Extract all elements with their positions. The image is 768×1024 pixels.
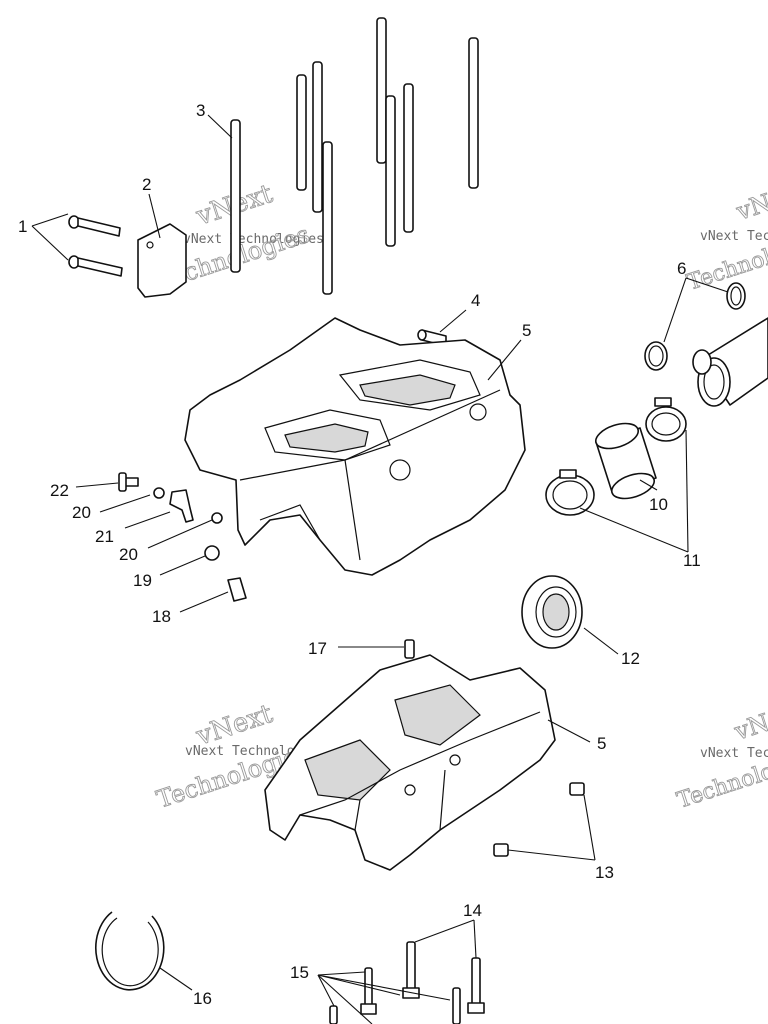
callout-11: 11	[683, 551, 701, 570]
watermark-text: vNext Technologies	[700, 746, 768, 761]
part-13-plugs	[493, 782, 585, 857]
callout-16: 16	[193, 989, 212, 1008]
callout-12: 12	[621, 649, 640, 668]
callout-13: 13	[595, 863, 614, 882]
watermark-brand: vNext	[730, 697, 768, 746]
callout-5-lower: 5	[597, 734, 606, 753]
callout-4: 4	[471, 291, 480, 310]
part-16-snap-ring	[94, 911, 165, 991]
watermark-middle-right: vNext vNext Technologies Technologies	[674, 696, 768, 814]
part-5-upper-crankcase	[184, 317, 526, 576]
callout-19: 19	[133, 571, 152, 590]
watermark-text: vNext Technologies	[700, 229, 768, 244]
callout-20-lower: 20	[119, 545, 138, 564]
callout-22: 22	[50, 481, 69, 500]
part-17-dowel	[404, 639, 415, 659]
callout-10: 10	[649, 495, 668, 514]
callout-labels: 1 2 3 4 5 5 6 10 11 12 13 14 15 16 17 18…	[18, 101, 701, 1008]
callout-20-upper: 20	[72, 503, 91, 522]
watermark-top-right: vNext vNext Technologies Technologies	[684, 176, 768, 296]
part-12-oil-seal	[521, 575, 583, 649]
part-1-bolts	[68, 215, 123, 277]
part-11-hose-clamps	[545, 397, 687, 516]
watermark-brand: vNext	[732, 177, 768, 226]
callout-15: 15	[290, 963, 309, 982]
callout-5-upper: 5	[522, 321, 531, 340]
callout-14: 14	[463, 901, 482, 920]
watermark-text: vNext Technologies	[183, 232, 324, 247]
part-6-o-rings	[644, 282, 746, 371]
part-5-lower-crankcase	[264, 654, 556, 871]
part-10-coupler-sleeve	[595, 422, 657, 500]
part-3-head-studs	[230, 17, 479, 295]
parts-18-22-fittings	[118, 472, 247, 602]
callout-6: 6	[677, 259, 686, 278]
callout-21: 21	[95, 527, 114, 546]
callout-3: 3	[196, 101, 205, 120]
callout-1: 1	[18, 217, 27, 236]
callout-18: 18	[152, 607, 171, 626]
callout-2: 2	[142, 175, 151, 194]
intake-elbow	[692, 317, 768, 407]
part-2-cover-plate	[137, 223, 187, 298]
leader-lines	[31, 114, 729, 1024]
callout-17: 17	[308, 639, 327, 658]
